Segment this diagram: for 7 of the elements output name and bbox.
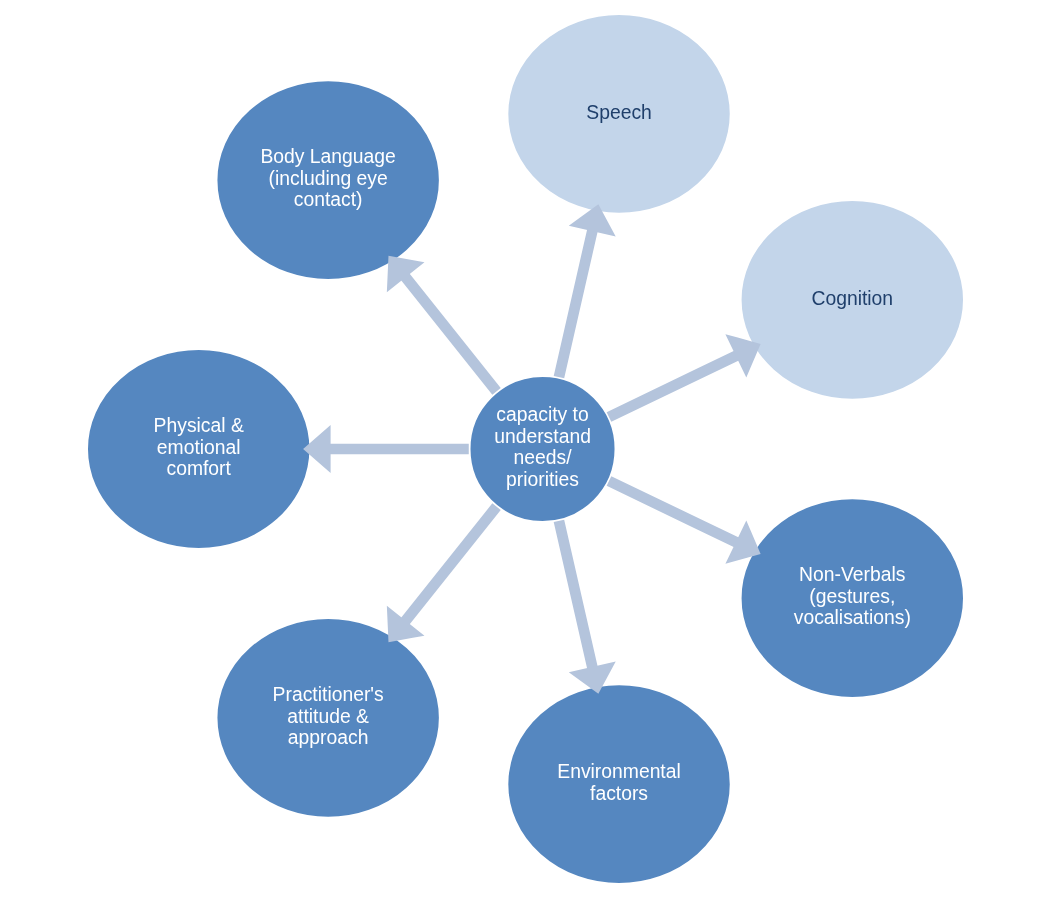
arrow (386, 502, 501, 642)
arrow (553, 519, 616, 694)
arrow (386, 255, 501, 395)
arrow (606, 475, 761, 564)
arrow (553, 203, 616, 378)
arrow (302, 424, 469, 473)
arrow (606, 333, 761, 422)
